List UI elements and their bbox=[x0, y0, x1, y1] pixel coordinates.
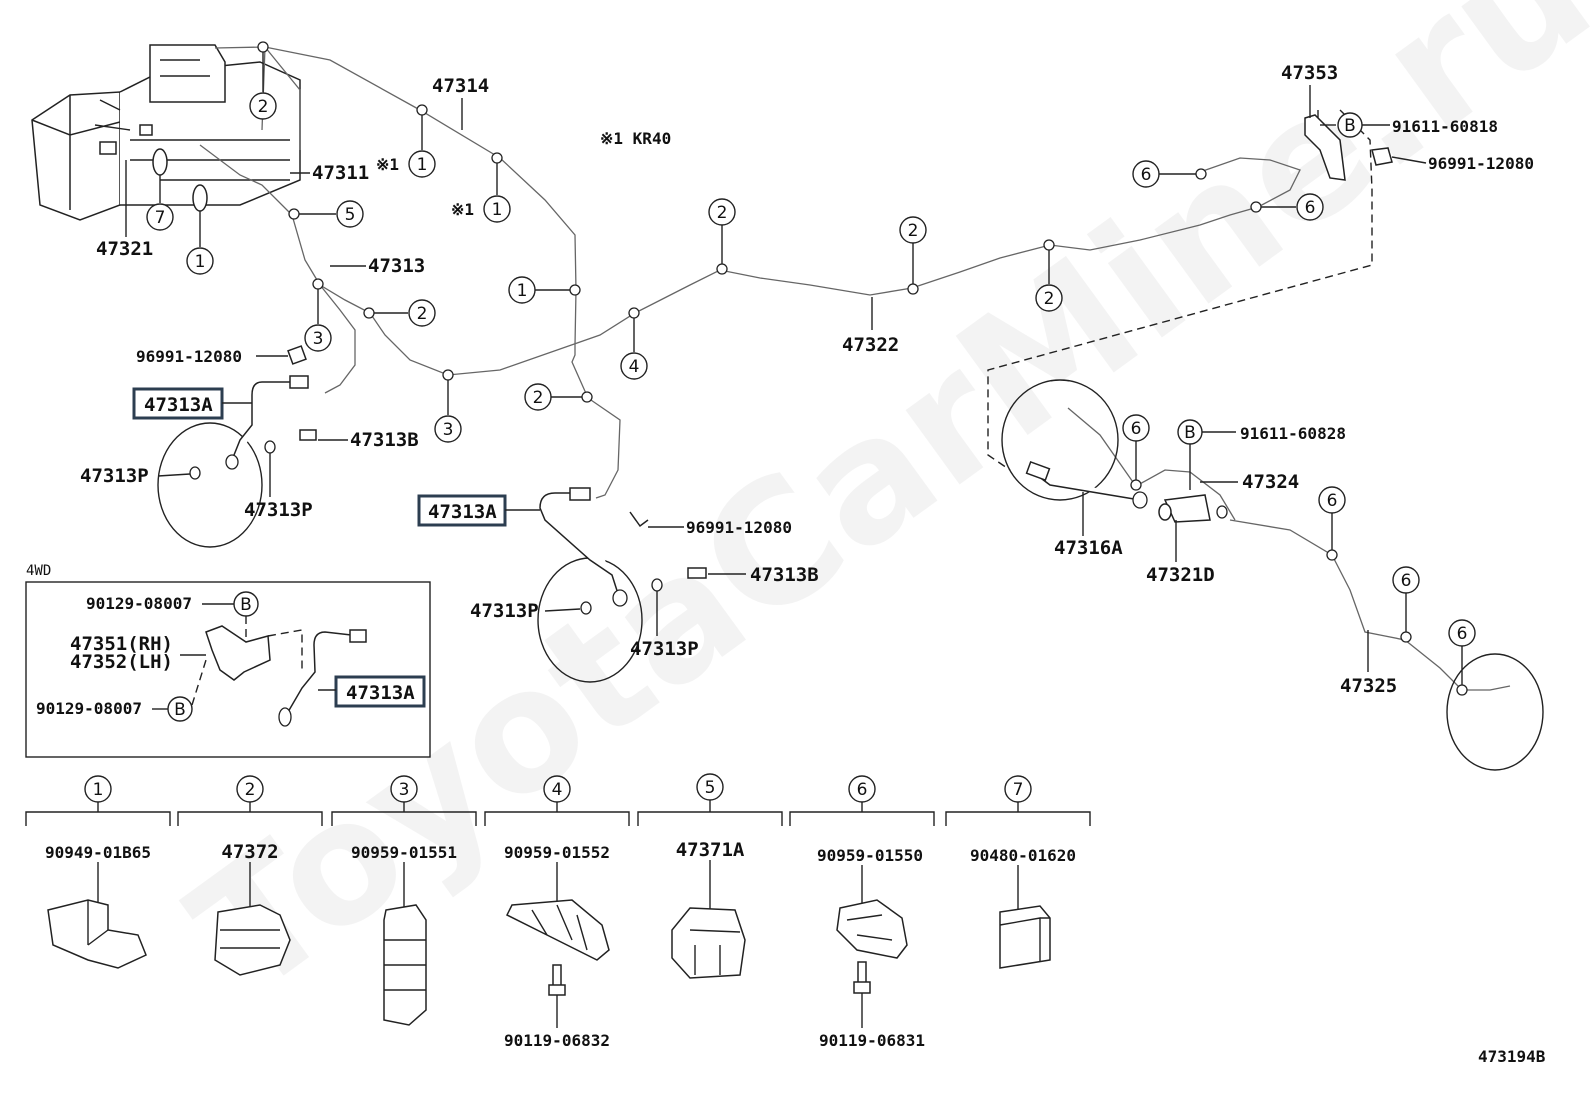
svg-text:2: 2 bbox=[533, 388, 544, 408]
label-47321d: 47321D bbox=[1146, 564, 1215, 586]
brake-pipes bbox=[199, 46, 1511, 691]
label-47321: 47321 bbox=[96, 238, 153, 260]
svg-text:6: 6 bbox=[857, 780, 868, 800]
svg-text:6: 6 bbox=[1401, 571, 1412, 591]
svg-text:90959-01552: 90959-01552 bbox=[504, 843, 610, 862]
svg-text:7: 7 bbox=[155, 208, 166, 228]
label-47313b-left: 47313B bbox=[350, 429, 419, 451]
svg-text:90119-06832: 90119-06832 bbox=[504, 1031, 610, 1050]
svg-text:4: 4 bbox=[552, 780, 563, 800]
label-47313p-mid-2: 47313P bbox=[630, 638, 699, 660]
svg-text:B: B bbox=[240, 595, 252, 615]
svg-text:90959-01550: 90959-01550 bbox=[817, 846, 923, 865]
svg-text:※1: ※1 bbox=[451, 200, 474, 219]
svg-text:2: 2 bbox=[908, 221, 919, 241]
svg-text:3: 3 bbox=[313, 329, 324, 349]
svg-text:※1: ※1 bbox=[376, 155, 399, 174]
clamp-4: 4 90959-01552 90119-06832 bbox=[484, 775, 630, 1050]
svg-text:90949-01B65: 90949-01B65 bbox=[45, 843, 151, 862]
svg-text:3: 3 bbox=[399, 780, 410, 800]
svg-text:6: 6 bbox=[1141, 165, 1152, 185]
label-47313a-mid: 47313A bbox=[428, 501, 497, 523]
label-47313p-left: 47313P bbox=[80, 465, 149, 487]
svg-text:2: 2 bbox=[417, 304, 428, 324]
label-91611-60828: 91611-60828 bbox=[1240, 424, 1346, 443]
label-47311: 47311 bbox=[312, 162, 369, 184]
clamp-5: 5 47371A bbox=[637, 773, 783, 979]
svg-text:47313A: 47313A bbox=[346, 682, 415, 704]
svg-text:2: 2 bbox=[1044, 289, 1055, 309]
label-96991-12080-mid: 96991-12080 bbox=[686, 518, 792, 537]
svg-text:4: 4 bbox=[629, 357, 640, 377]
label-47322: 47322 bbox=[842, 334, 899, 356]
svg-text:1: 1 bbox=[417, 155, 428, 175]
clamp-6: 6 90959-01550 90119-06831 bbox=[789, 775, 935, 1050]
label-96991-12080-top: 96991-12080 bbox=[1428, 154, 1534, 173]
svg-text:B: B bbox=[1184, 423, 1196, 443]
label-47316a: 47316A bbox=[1054, 537, 1123, 559]
svg-text:90129-08007: 90129-08007 bbox=[86, 594, 192, 613]
label-47313p-left-2: 47313P bbox=[244, 499, 313, 521]
label-91611-60818: 91611-60818 bbox=[1392, 117, 1498, 136]
svg-text:47371A: 47371A bbox=[676, 839, 745, 861]
label-47313: 47313 bbox=[368, 255, 425, 277]
clamp-1: 1 90949-01B65 bbox=[25, 775, 171, 969]
callouts: 2 1 ※1 1 ※1 7 1 5 3 2 3 1 bbox=[146, 41, 1476, 696]
svg-text:90119-06831: 90119-06831 bbox=[819, 1031, 925, 1050]
clamp-7: 7 90480-01620 bbox=[945, 775, 1091, 969]
label-47313b-mid: 47313B bbox=[750, 564, 819, 586]
label-47313p-mid: 47313P bbox=[470, 600, 539, 622]
inset-title: 4WD bbox=[26, 563, 51, 579]
svg-text:47352(LH): 47352(LH) bbox=[70, 651, 173, 673]
part-labels: 47314 47311 47321 47313 ※1 KR40 47322 47… bbox=[80, 62, 1546, 1066]
svg-text:90480-01620: 90480-01620 bbox=[970, 846, 1076, 865]
svg-text:5: 5 bbox=[705, 778, 716, 798]
svg-text:6: 6 bbox=[1131, 419, 1142, 439]
label-47314: 47314 bbox=[432, 75, 489, 97]
svg-text:90129-08007: 90129-08007 bbox=[36, 699, 142, 718]
svg-text:5: 5 bbox=[345, 205, 356, 225]
svg-text:1: 1 bbox=[93, 780, 104, 800]
hose-drawings bbox=[189, 114, 1393, 615]
svg-text:1: 1 bbox=[492, 200, 503, 220]
svg-text:2: 2 bbox=[717, 203, 728, 223]
note-kr40: ※1 KR40 bbox=[600, 129, 671, 148]
svg-text:47351(RH): 47351(RH) bbox=[70, 633, 173, 655]
svg-text:B: B bbox=[174, 700, 186, 720]
label-47324: 47324 bbox=[1242, 471, 1299, 493]
label-47353: 47353 bbox=[1281, 62, 1338, 84]
4wd-inset: 4WD 90129-08007 B 47351(RH) 47352(LH) 90… bbox=[25, 563, 431, 758]
clamp-2: 2 47372 bbox=[177, 775, 323, 976]
svg-text:1: 1 bbox=[195, 252, 206, 272]
abs-actuator-drawing bbox=[31, 44, 301, 221]
label-47325: 47325 bbox=[1340, 675, 1397, 697]
clamp-3: 3 90959-01551 bbox=[331, 775, 477, 1026]
svg-text:90959-01551: 90959-01551 bbox=[351, 843, 457, 862]
svg-text:1: 1 bbox=[517, 281, 528, 301]
highlight-47313a-4wd bbox=[334, 675, 426, 708]
svg-text:6: 6 bbox=[1305, 198, 1316, 218]
svg-text:47372: 47372 bbox=[221, 841, 278, 863]
svg-text:7: 7 bbox=[1013, 780, 1024, 800]
diagram-code: 473194B bbox=[1478, 1047, 1546, 1066]
svg-text:6: 6 bbox=[1327, 491, 1338, 511]
label-96991-12080-left: 96991-12080 bbox=[136, 347, 242, 366]
svg-text:3: 3 bbox=[443, 420, 454, 440]
brake-rotors bbox=[157, 379, 1544, 771]
svg-text:2: 2 bbox=[245, 780, 256, 800]
label-47313a-left: 47313A bbox=[144, 394, 213, 416]
svg-text:6: 6 bbox=[1457, 624, 1468, 644]
svg-text:2: 2 bbox=[258, 97, 269, 117]
clamp-catalog: 1 90949-01B65 2 47372 3 90959-01551 4 bbox=[25, 773, 1091, 1050]
svg-text:B: B bbox=[1344, 116, 1356, 136]
